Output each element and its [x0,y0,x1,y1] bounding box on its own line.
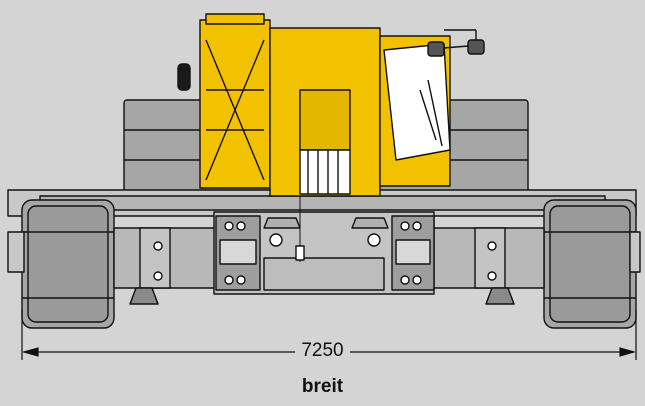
left-outrigger-pad [129,287,159,305]
left-mirror [177,63,191,91]
cab-window [383,43,451,161]
dimension-label: 7250 [295,340,350,361]
right-mirror-a [427,41,445,57]
right-outrigger-pad [485,287,515,305]
right-mirror-b [467,39,485,55]
caption: breit [301,376,344,397]
right-crawler-track [543,199,641,329]
left-crawler-track [7,199,115,329]
dimension-label-wrap: 7250 [0,340,645,362]
